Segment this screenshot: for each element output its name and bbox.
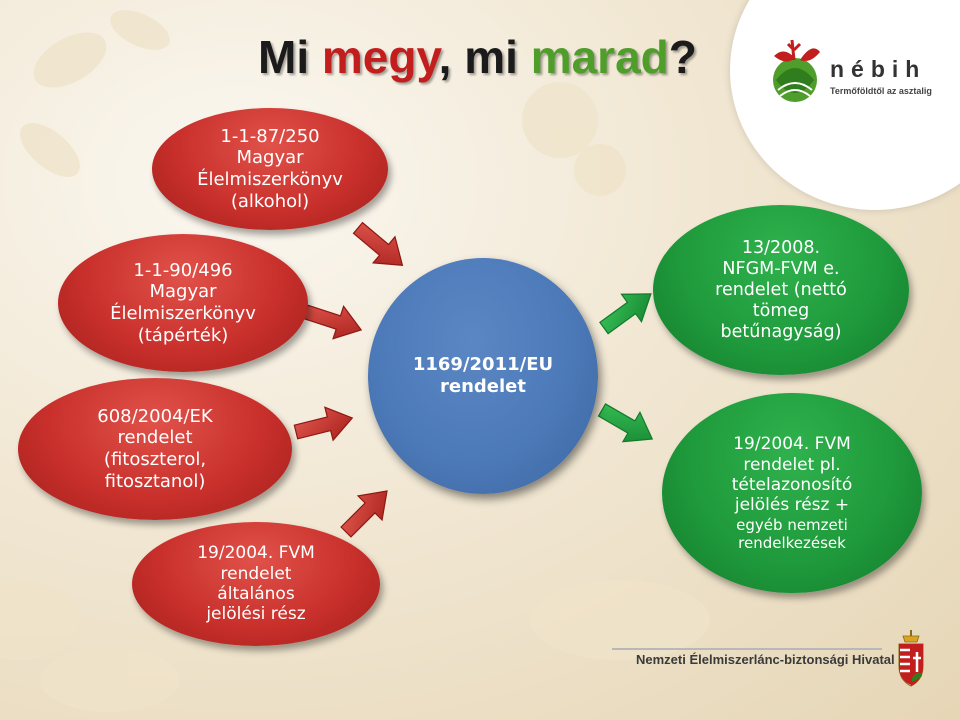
oval-line: fitosztanol): [104, 470, 206, 492]
oval-line: rendelet pl.: [743, 454, 841, 475]
oval-line: (tápérték): [137, 324, 229, 346]
oval-line: 19/2004. FVM: [733, 434, 851, 455]
title-part-3: , mi: [438, 31, 531, 83]
source-oval-alkohol: 1-1-87/250 Magyar Élelmiszerkönyv (alkoh…: [152, 108, 388, 230]
oval-line: jelölés rész +: [734, 495, 850, 516]
logo-brand-text: nébih: [830, 56, 927, 82]
oval-line: tömeg: [752, 300, 810, 321]
arrow-red: [291, 400, 357, 450]
oval-line: (fitoszterol,: [103, 449, 207, 470]
oval-line: rendelkezések: [738, 533, 846, 552]
oval-line: 608/2004/EK: [97, 405, 213, 427]
oval-line: NFGM-FVM e.: [722, 258, 840, 279]
oval-line: általános: [217, 584, 295, 604]
arrow-green: [592, 394, 662, 455]
oval-line: Magyar: [236, 147, 304, 169]
footer-agency-name: Nemzeti Élelmiszerlánc-biztonsági Hivata…: [636, 652, 895, 667]
nebih-logo: nébih Termőföldtől az asztalig: [730, 0, 960, 215]
oval-line: rendelet: [117, 427, 193, 449]
title-part-4: marad: [530, 31, 669, 83]
center-line: 1169/2011/EU: [412, 354, 554, 376]
source-oval-fvm-general: 19/2004. FVM rendelet általános jelölési…: [132, 522, 380, 646]
title-part-2: megy: [321, 31, 439, 83]
oval-line: egyéb nemzeti: [736, 515, 848, 534]
arrow-red: [346, 214, 414, 279]
arrow-red: [333, 478, 400, 545]
source-oval-taperek: 1-1-90/496 Magyar Élelmiszerkönyv (tápér…: [58, 234, 308, 372]
oval-line: 1-1-87/250: [220, 125, 320, 147]
title-part-5: ?: [668, 31, 697, 83]
oval-line: 19/2004. FVM: [197, 543, 315, 564]
coat-of-arms-icon: [898, 630, 924, 687]
arrow-green: [593, 279, 662, 343]
oval-line: jelölési rész: [206, 604, 306, 625]
oval-line: Magyar: [149, 281, 217, 303]
arrow-red: [300, 295, 368, 347]
oval-line: Élelmiszerkönyv: [197, 169, 343, 190]
footer-divider: [612, 648, 882, 650]
logo-tagline: Termőföldtől az asztalig: [830, 86, 932, 96]
oval-line: rendelet: [220, 563, 292, 584]
oval-line: tételazonosító: [731, 475, 853, 495]
oval-line: 13/2008.: [741, 237, 821, 258]
source-oval-fitoszterol: 608/2004/EK rendelet (fitoszterol, fitos…: [18, 378, 292, 520]
oval-line: 1-1-90/496: [133, 259, 233, 281]
remaining-oval-nfgm: 13/2008. NFGM-FVM e. rendelet (nettó töm…: [653, 205, 909, 375]
title-part-1: Mi: [258, 31, 322, 83]
slide-title: Mi megy, mi marad?: [258, 34, 697, 80]
remaining-oval-fvm-national: 19/2004. FVM rendelet pl. tételazonosító…: [662, 393, 922, 593]
oval-line: rendelet (nettó: [715, 279, 847, 300]
oval-line: (alkohol): [230, 190, 310, 212]
nebih-logo-icon: [773, 39, 820, 102]
oval-line: Élelmiszerkönyv: [110, 303, 256, 324]
oval-line: betűnagyság): [720, 321, 842, 342]
center-regulation-circle: 1169/2011/EU rendelet: [368, 258, 598, 494]
center-line: rendelet: [440, 376, 526, 397]
